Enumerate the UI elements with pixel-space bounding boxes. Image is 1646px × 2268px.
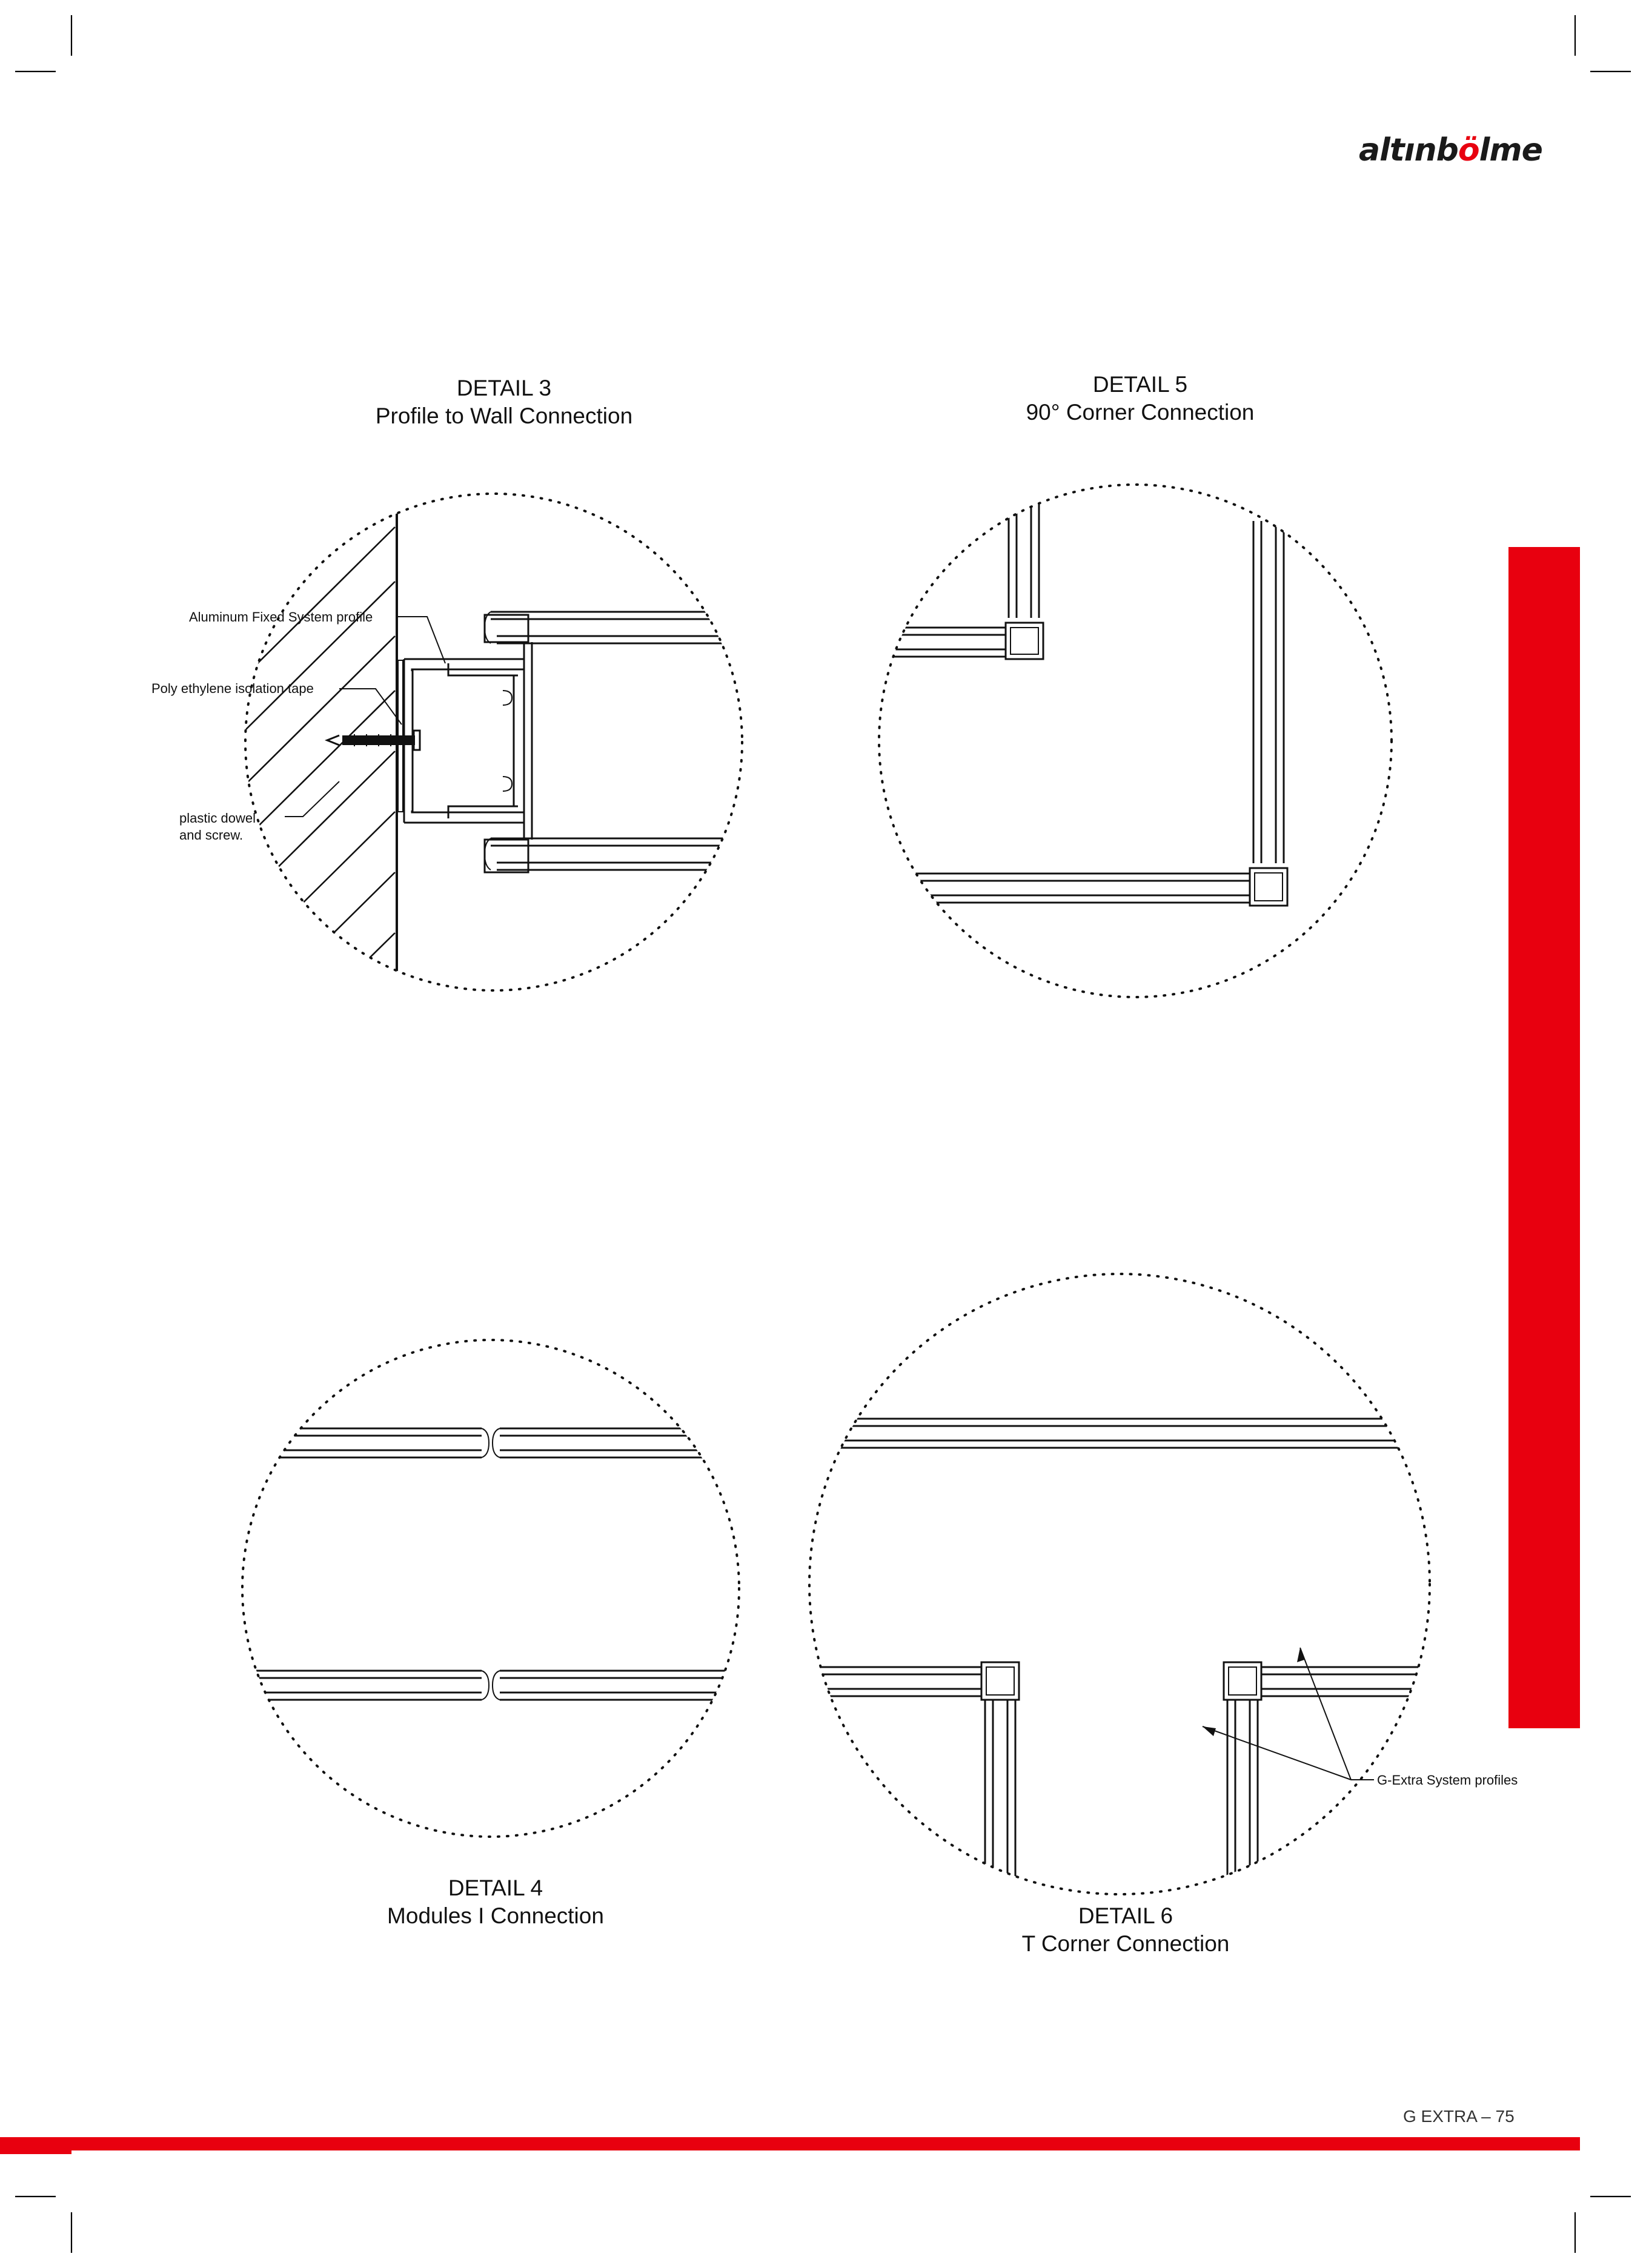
detail-6-subtitle: T Corner Connection (1021, 1931, 1230, 1956)
detail-3-title: DETAIL 3 Profile to Wall Connection (371, 374, 637, 430)
detail-5-drawing (878, 483, 1393, 998)
callout-dowel-line2: and screw. (179, 827, 244, 843)
callout-isolation-tape: Poly ethylene isolation tape (151, 681, 314, 696)
detail-3-drawing (244, 492, 743, 992)
detail-4-title: DETAIL 4 Modules I Connection (362, 1874, 629, 1930)
detail-5-heading: DETAIL 5 (1092, 372, 1188, 397)
detail-3-subtitle: Profile to Wall Connection (375, 403, 633, 428)
callout-dowel-line1: plastic dowel (179, 811, 256, 826)
detail-4-boundary (241, 1339, 740, 1838)
side-accent-bar (1508, 547, 1580, 1728)
detail-6-boundary (808, 1273, 1431, 1895)
footer-accent-band (0, 2137, 1580, 2150)
detail-4-drawing (241, 1339, 740, 1838)
callout-system-profiles: G-Extra System profiles (1377, 1772, 1518, 1788)
page-number: G EXTRA – 75 (1403, 2107, 1515, 2126)
detail-5-boundary (878, 483, 1393, 998)
detail-6-title: DETAIL 6 T Corner Connection (992, 1902, 1259, 1958)
detail-4-heading: DETAIL 4 (448, 1875, 543, 1900)
detail-3-heading: DETAIL 3 (456, 376, 552, 400)
detail-4-subtitle: Modules I Connection (387, 1903, 604, 1928)
detail-6-drawing (808, 1273, 1431, 1895)
brand-logo: altınbölme (1359, 132, 1543, 168)
detail-3-boundary (244, 492, 743, 992)
crop-marks (15, 15, 1631, 2253)
detail-5-subtitle: 90° Corner Connection (1026, 400, 1255, 425)
callout-aluminum-profile: Aluminum Fixed System profile (189, 609, 373, 625)
footer-accent-tab (0, 2150, 71, 2154)
wall-hatching (245, 526, 396, 990)
detail-6-heading: DETAIL 6 (1078, 1903, 1173, 1928)
detail-5-title: DETAIL 5 90° Corner Connection (1007, 371, 1273, 426)
